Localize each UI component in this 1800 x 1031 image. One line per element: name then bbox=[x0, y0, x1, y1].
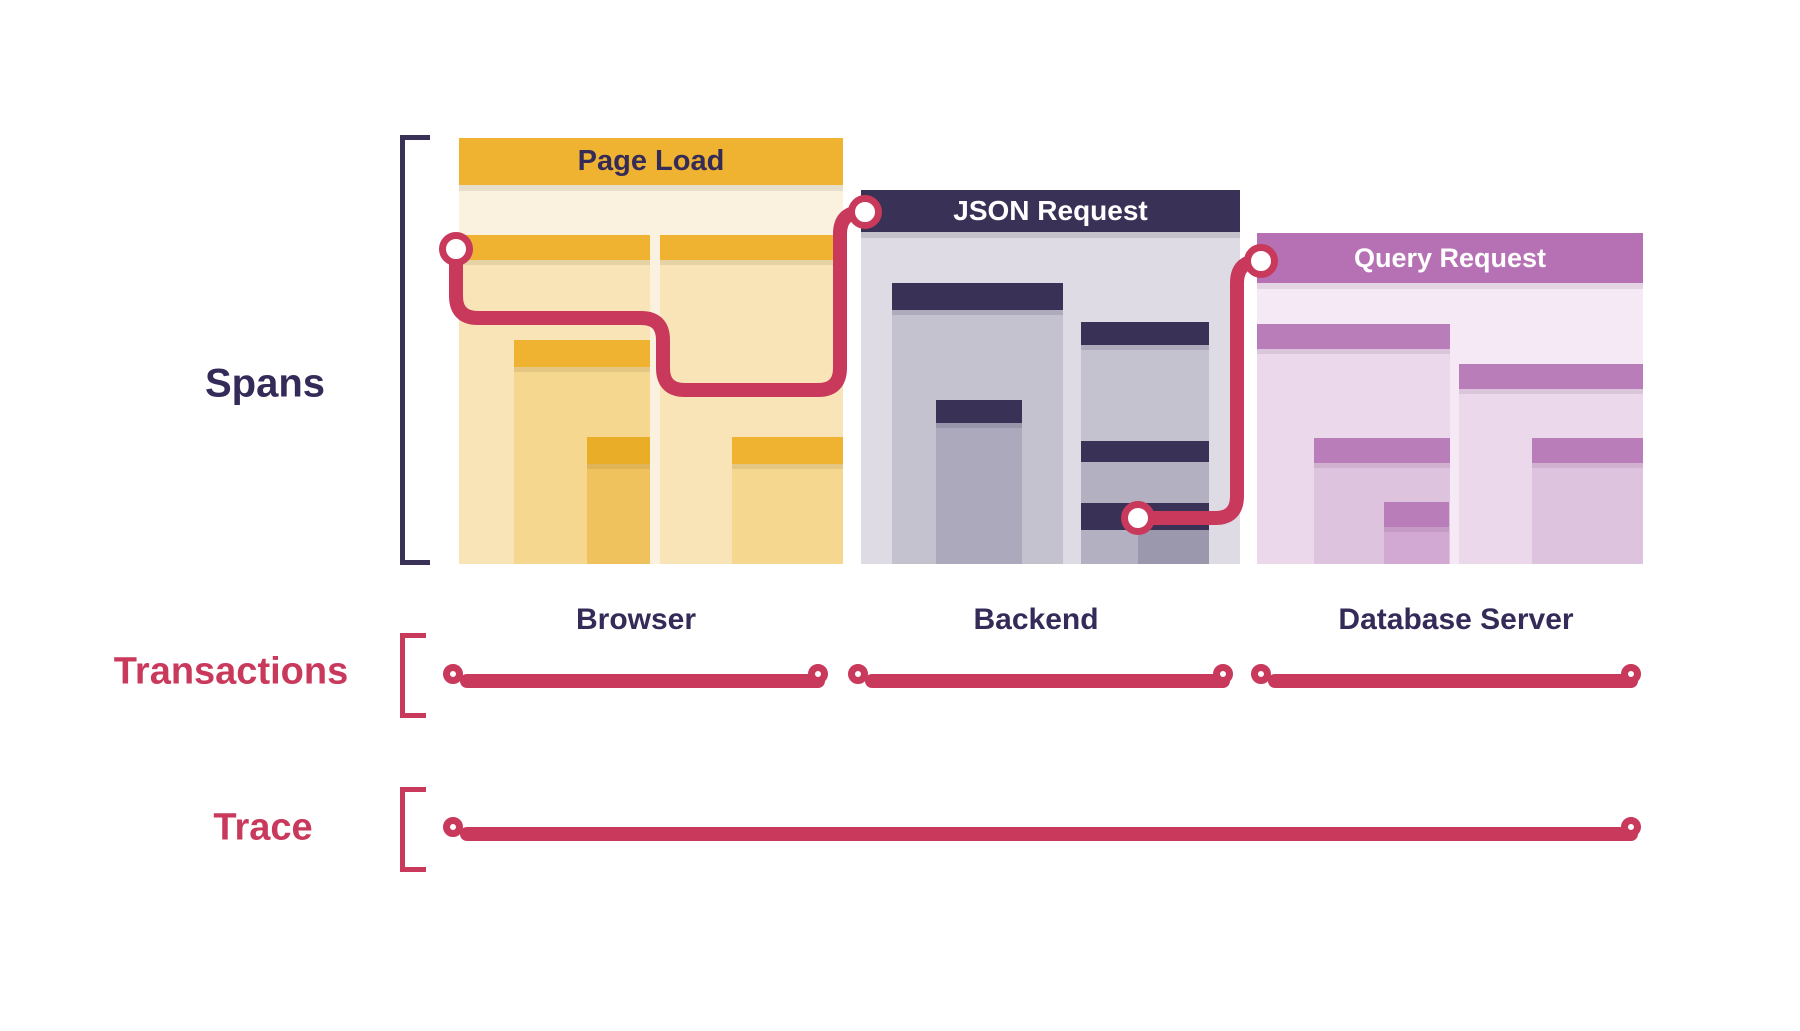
transaction-node bbox=[848, 664, 868, 684]
page-load-header: Page Load bbox=[459, 138, 843, 185]
span-block bbox=[1384, 502, 1449, 564]
transaction-node bbox=[1251, 664, 1271, 684]
span-block-header bbox=[514, 340, 650, 367]
span-block-header bbox=[1081, 322, 1209, 345]
trace-bracket bbox=[400, 787, 426, 872]
transaction-node bbox=[1213, 664, 1233, 684]
span-block bbox=[1532, 438, 1643, 564]
span-block-header bbox=[1532, 438, 1643, 463]
span-block-header bbox=[732, 437, 843, 464]
span-block bbox=[1138, 530, 1209, 564]
span-block bbox=[1081, 322, 1209, 564]
span-block-header bbox=[1257, 324, 1450, 349]
span-block bbox=[587, 437, 650, 564]
span-block-header bbox=[892, 283, 1063, 310]
query-request-panel: Query Request bbox=[1257, 233, 1643, 564]
backend-caption: Backend bbox=[973, 603, 1099, 636]
span-block-header bbox=[660, 235, 843, 260]
transaction-node bbox=[443, 664, 463, 684]
query-request-header: Query Request bbox=[1257, 233, 1643, 283]
transaction-line-browser bbox=[460, 674, 825, 688]
span-block bbox=[936, 400, 1022, 564]
trace-label: Trace bbox=[213, 806, 313, 849]
spans-label: Spans bbox=[204, 361, 326, 406]
span-block-header bbox=[936, 400, 1022, 423]
span-block-header bbox=[1384, 502, 1449, 527]
browser-caption: Browser bbox=[575, 603, 697, 636]
transaction-line-database bbox=[1268, 674, 1638, 688]
database-server-caption: Database Server bbox=[1338, 603, 1574, 636]
span-block-header bbox=[459, 235, 650, 260]
transactions-label: Transactions bbox=[113, 650, 349, 693]
span-block-header bbox=[1081, 503, 1209, 530]
page-load-panel: Page Load bbox=[459, 138, 843, 564]
spans-bracket bbox=[400, 135, 430, 565]
trace-node bbox=[443, 817, 463, 837]
span-block-header bbox=[1314, 438, 1450, 463]
transaction-node bbox=[1621, 664, 1641, 684]
transactions-bracket bbox=[400, 633, 426, 718]
span-block bbox=[732, 437, 843, 564]
span-block-header bbox=[1081, 441, 1209, 462]
transaction-line-backend bbox=[865, 674, 1230, 688]
trace-line bbox=[460, 827, 1638, 841]
trace-node bbox=[1621, 817, 1641, 837]
span-block-header bbox=[587, 437, 650, 464]
json-request-header: JSON Request bbox=[861, 190, 1240, 232]
json-request-panel: JSON Request bbox=[861, 190, 1240, 564]
span-block-header bbox=[1459, 364, 1643, 389]
span-block bbox=[1314, 438, 1450, 564]
transaction-node bbox=[808, 664, 828, 684]
